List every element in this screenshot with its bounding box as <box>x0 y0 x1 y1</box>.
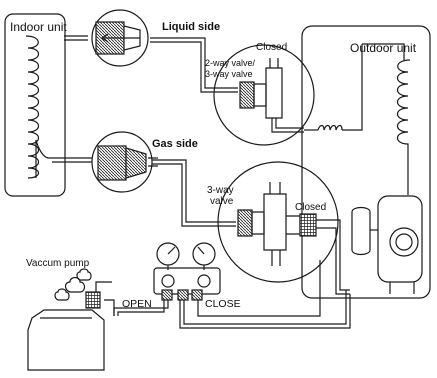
close-label: CLOSE <box>205 298 241 310</box>
gas-valve-circle <box>217 161 350 295</box>
gas-line <box>35 139 236 227</box>
gas-side-label: Gas side <box>152 138 198 150</box>
valve-liquid-label-2: 3-way valve <box>205 69 253 79</box>
closed-gas-label: Closed <box>295 202 326 213</box>
liquid-side-label: Liquid side <box>162 21 220 33</box>
valve-liquid-label-1: 2-way valve/ <box>205 58 256 68</box>
outdoor-unit-label: Outdoor unit <box>350 41 417 55</box>
flare-nut-gas-icon <box>91 131 158 193</box>
liquid-valve-circle <box>213 44 315 146</box>
closed-liquid-label: Closed <box>256 42 287 53</box>
indoor-unit-label: Indoor unit <box>10 20 67 34</box>
liquid-line <box>64 35 238 93</box>
gauge-manifold <box>113 242 351 329</box>
capillary-coil-icon <box>304 44 363 131</box>
outdoor-unit-box <box>301 25 431 299</box>
valve-gas-label-2: valve <box>210 196 234 207</box>
vacuum-pump-label: Vaccum pump <box>26 258 90 269</box>
vacuum-pump-icon <box>27 268 115 371</box>
valve-gas-label-1: 3-way <box>207 185 234 196</box>
compressor-icon <box>351 195 423 294</box>
open-label: OPEN <box>122 298 152 310</box>
indoor-unit-box <box>4 13 66 197</box>
flare-nut-liquid-icon <box>91 9 149 67</box>
